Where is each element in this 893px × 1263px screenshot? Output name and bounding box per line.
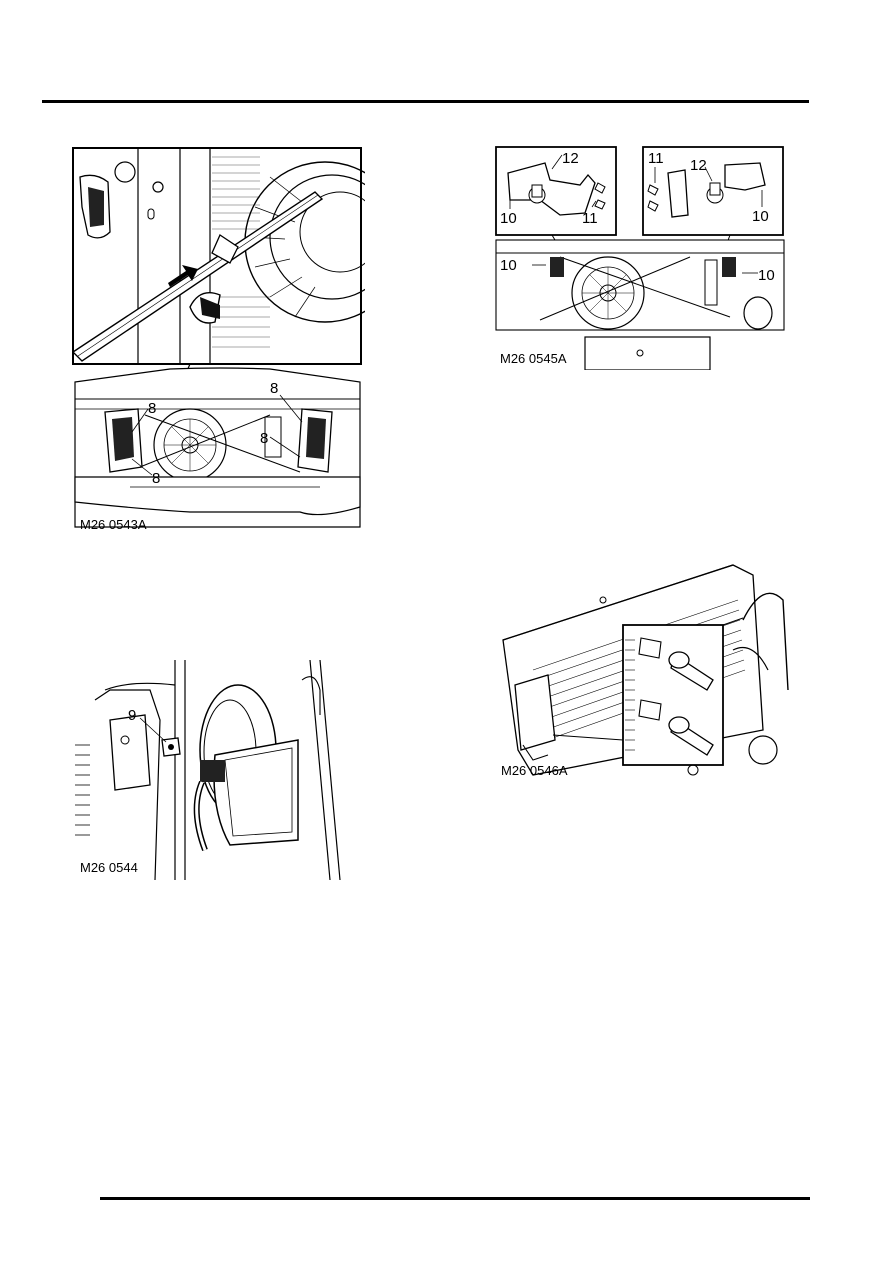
figure-caption: M26 0545A — [500, 351, 567, 366]
callout-11-right-inset: 11 — [648, 150, 664, 167]
callout-10-right-inset: 10 — [752, 208, 769, 225]
illustration-radiator-hoses: M26 0546A — [501, 564, 789, 778]
callout-10-left-inset: 10 — [500, 210, 517, 227]
callout-11-left-inset: 11 — [582, 210, 598, 227]
figure-caption: M26 0546A — [501, 763, 568, 778]
callout-8-right: 8 — [260, 430, 268, 447]
illustration-fan-connector: 8 8 8 8 M26 0543A — [71, 147, 365, 532]
callout-8-right-top: 8 — [270, 380, 278, 397]
figure-caption: M26 0544 — [80, 860, 138, 875]
figure-headlamp-brackets: 12 10 11 11 12 10 10 10 M26 0545A — [490, 145, 790, 370]
figure-fan-removal: 8 8 8 8 M26 0543A — [70, 147, 365, 537]
figure-horn: 9 M26 0544 — [70, 660, 350, 880]
callout-8-bottom: 8 — [152, 470, 160, 487]
callout-10-main-left: 10 — [500, 257, 517, 274]
header-rule — [42, 100, 809, 103]
figure-radiator-hoses: M26 0546A — [493, 560, 793, 782]
illustration-brackets: 12 10 11 11 12 10 10 10 M26 0545A — [495, 146, 785, 370]
figure-caption: M26 0543A — [80, 517, 147, 532]
callout-12-left: 12 — [562, 150, 579, 167]
callout-12-right: 12 — [690, 157, 707, 174]
callout-9: 9 — [128, 707, 136, 724]
illustration-horn: 9 M26 0544 — [75, 660, 341, 880]
callout-10-main-right: 10 — [758, 267, 775, 284]
callout-8-left: 8 — [148, 400, 156, 417]
footer-rule — [100, 1197, 810, 1200]
